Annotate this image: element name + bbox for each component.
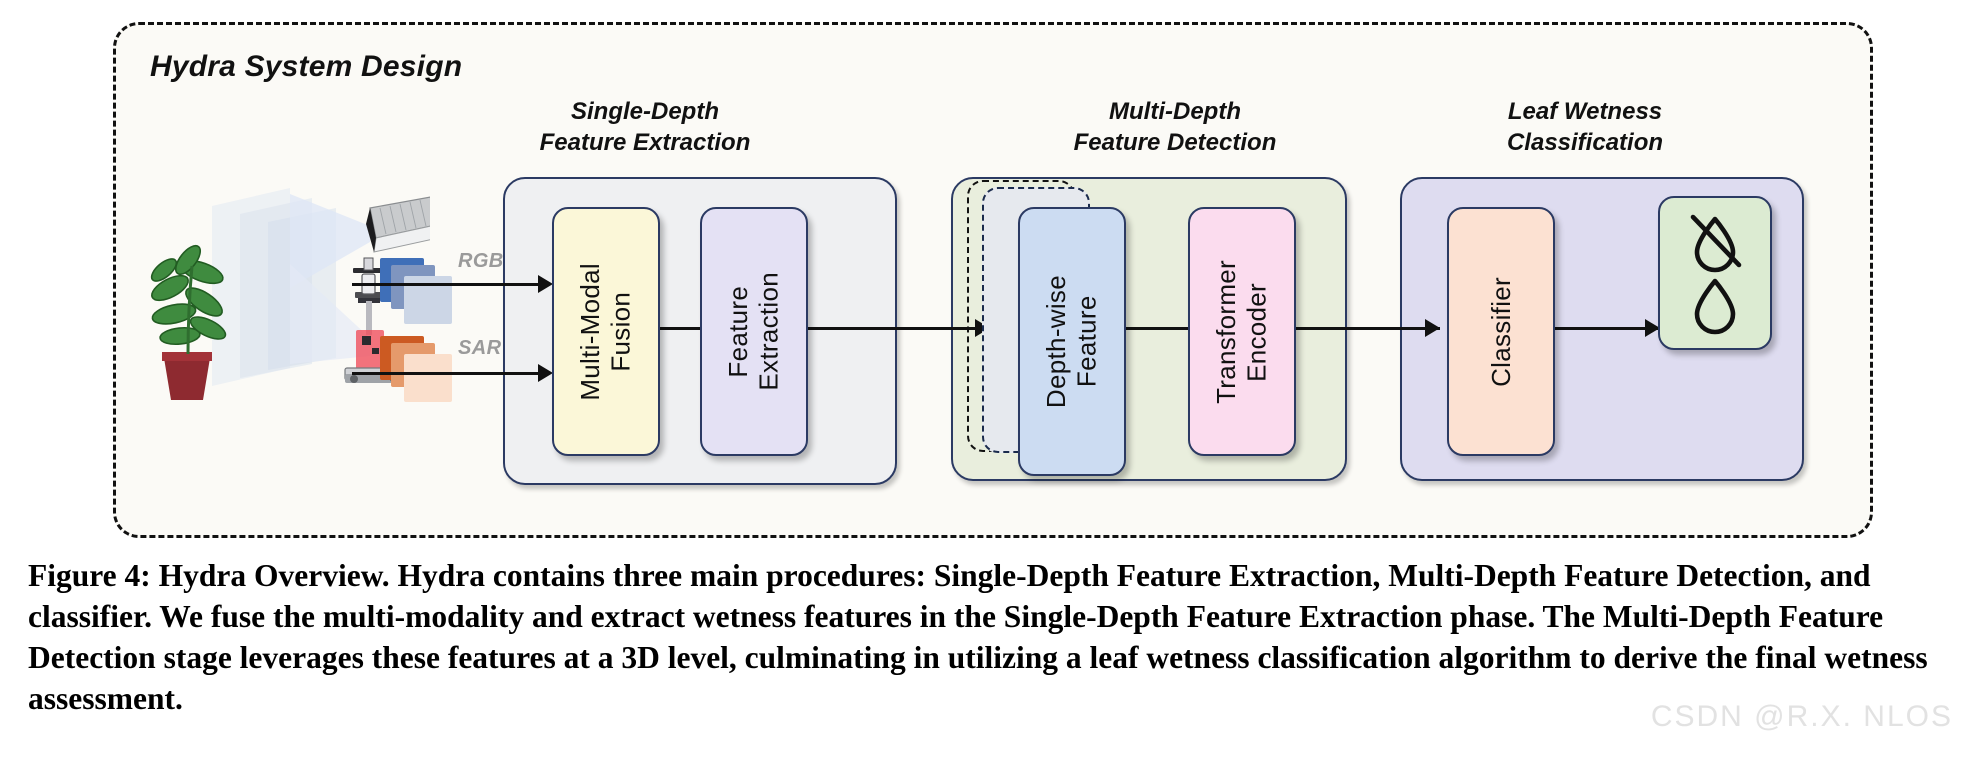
system-title: Hydra System Design bbox=[150, 50, 463, 83]
connector-rgb bbox=[352, 283, 540, 286]
camera-icon bbox=[366, 196, 430, 253]
node-label-multi-modal-fusion: Multi-Modal Fusion bbox=[575, 262, 636, 401]
rgb-data-stack bbox=[380, 258, 454, 324]
connector-depth-transformer bbox=[1118, 327, 1192, 330]
arrowhead-rgb bbox=[538, 275, 553, 293]
node-depth-wise-feature[interactable]: Depth-wise Feature bbox=[1018, 207, 1126, 476]
node-label-classifier: Classifier bbox=[1485, 276, 1516, 387]
node-label-feature-extraction: Feature Extraction bbox=[723, 272, 784, 391]
sar-data-stack bbox=[380, 336, 454, 402]
sensing-scene bbox=[150, 188, 430, 400]
node-classifier[interactable]: Classifier bbox=[1447, 207, 1555, 456]
droplet-dry-icon bbox=[1690, 214, 1742, 273]
connector-classifier-output bbox=[1548, 327, 1660, 330]
arrowhead-stage3 bbox=[1425, 319, 1440, 337]
rgb-label: RGB bbox=[458, 250, 504, 272]
droplet-wet-icon bbox=[1694, 278, 1736, 335]
wetness-icons bbox=[1690, 214, 1742, 335]
connector-stage2-stage3 bbox=[1288, 327, 1440, 330]
node-wetness-result[interactable] bbox=[1658, 196, 1772, 350]
stage-title-multi-depth: Multi-Depth Feature Detection bbox=[1073, 98, 1277, 156]
sar-label: SAR bbox=[458, 337, 502, 359]
connector-stage1-stage2 bbox=[800, 327, 992, 330]
arrowhead-output bbox=[1645, 319, 1660, 337]
node-label-transformer-encoder: Transformer Encoder bbox=[1211, 259, 1272, 404]
stage-title-single-depth: Single-Depth Feature Extraction bbox=[539, 98, 751, 156]
node-label-depth-wise-feature: Depth-wise Feature bbox=[1041, 274, 1102, 409]
arrowhead-sar bbox=[538, 364, 553, 382]
connector-fusion-featext bbox=[652, 327, 704, 330]
node-feature-extraction[interactable]: Feature Extraction bbox=[700, 207, 808, 456]
radar-icon bbox=[344, 257, 404, 383]
csdn-watermark: CSDN @R.X. NLOS bbox=[1650, 700, 1953, 733]
connector-sar bbox=[352, 372, 540, 375]
node-multi-modal-fusion[interactable]: Multi-Modal Fusion bbox=[552, 207, 660, 456]
figure-caption: Figure 4: Hydra Overview. Hydra contains… bbox=[28, 558, 1928, 716]
stage-title-leaf-wetness: Leaf Wetness Classification bbox=[1506, 98, 1664, 156]
node-transformer-encoder[interactable]: Transformer Encoder bbox=[1188, 207, 1296, 456]
